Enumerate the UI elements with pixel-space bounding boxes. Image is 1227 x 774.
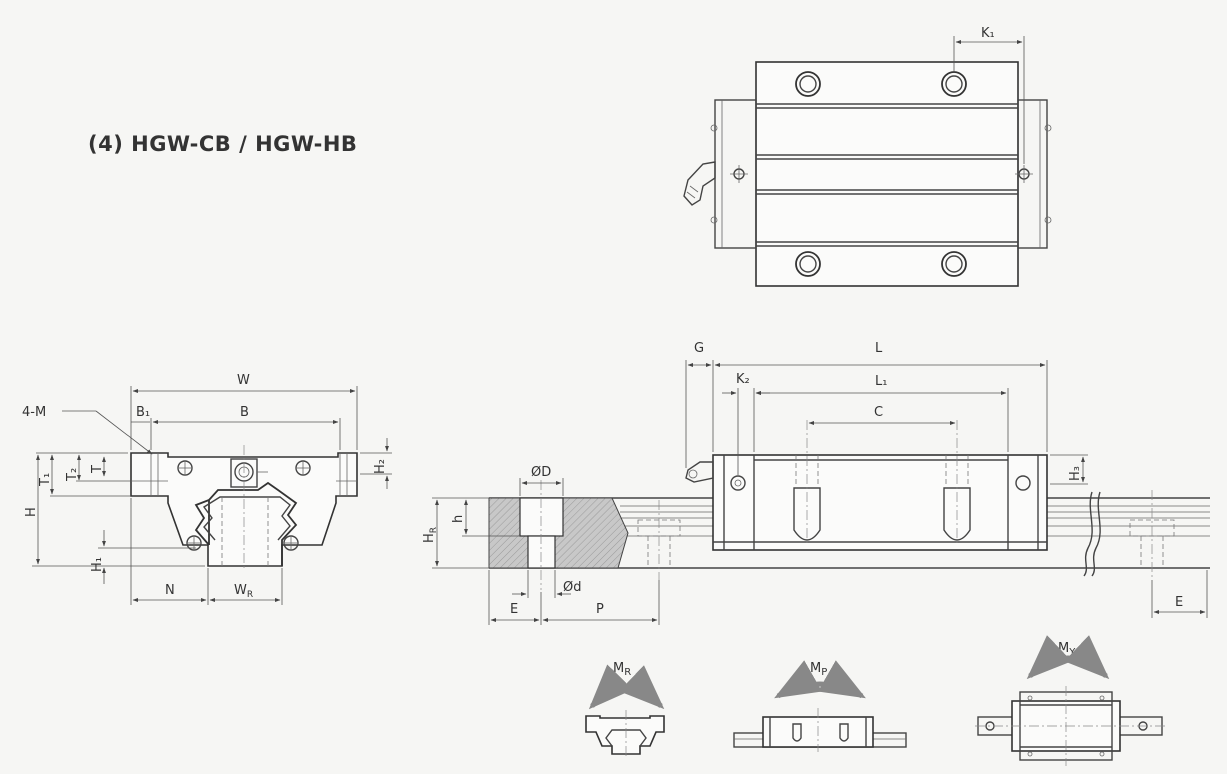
tapped-hole-left xyxy=(793,487,821,541)
dim-c: C xyxy=(874,405,883,420)
moment-mr: MR xyxy=(585,661,665,758)
side-view: G L K₂ L₁ C H₃ ØD h HR xyxy=(422,341,1210,625)
dim-p: P xyxy=(596,602,604,617)
dim-h2: H₂ xyxy=(373,459,388,474)
dim-g: G xyxy=(694,341,704,356)
dim-od: ØD xyxy=(531,465,551,480)
dim-t: T xyxy=(90,465,105,474)
top-view: K₁ xyxy=(683,26,1052,287)
mounting-hole-top-left xyxy=(795,71,821,97)
dim-hr: HR xyxy=(422,527,439,543)
dim-h-small: h xyxy=(451,515,466,523)
label-mp: MP xyxy=(810,661,827,678)
block-body-top xyxy=(755,61,1019,287)
block-body-side xyxy=(712,454,1048,551)
dim-l: L xyxy=(875,341,883,356)
through-hole xyxy=(527,535,556,569)
label-mr: MR xyxy=(613,661,631,678)
grease-nipple-icon xyxy=(683,161,716,206)
dim-e-left: E xyxy=(510,602,518,617)
mr-block-icon xyxy=(585,715,665,755)
diagram-title: (4) HGW-CB / HGW-HB xyxy=(88,132,358,156)
dim-h3: H₃ xyxy=(1068,466,1083,481)
rail-profile xyxy=(194,481,298,566)
moment-my: MY xyxy=(975,635,1165,766)
dim-n: N xyxy=(165,583,175,598)
dim-b: B xyxy=(240,405,249,420)
moment-mp: MP xyxy=(733,660,907,752)
mounting-hole-bottom-left xyxy=(795,251,821,277)
dim-t1: T₁ xyxy=(38,473,53,487)
dim-w: W xyxy=(237,373,250,388)
dim-h1: H₁ xyxy=(90,557,105,572)
block-profile xyxy=(130,452,358,567)
dim-t2: T₂ xyxy=(65,468,80,482)
dim-d-small: Ød xyxy=(563,580,581,595)
grease-nipple-side-icon xyxy=(685,461,714,483)
label-4m: 4-M xyxy=(22,405,46,420)
mounting-hole-bottom-right xyxy=(941,251,967,277)
dim-e-right: E xyxy=(1175,595,1183,610)
counterbore xyxy=(519,497,564,537)
dim-k2: K₂ xyxy=(736,372,750,387)
dim-k1: K₁ xyxy=(981,26,995,41)
dim-h: H xyxy=(24,507,39,517)
dim-b1: B₁ xyxy=(136,405,150,420)
dim-l1: L₁ xyxy=(875,374,887,389)
front-view: W B B₁ 4-M T₁ T₂ T H H₁ xyxy=(22,373,392,605)
tapped-hole-right xyxy=(943,487,971,541)
dim-wr: WR xyxy=(234,583,253,600)
